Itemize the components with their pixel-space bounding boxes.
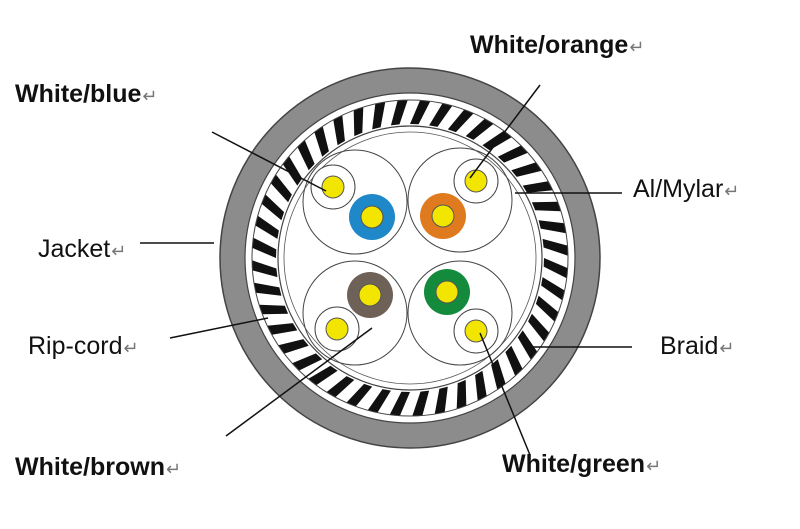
return-mark: ↵	[123, 338, 139, 358]
braid-strand	[434, 386, 448, 415]
braid-strand	[482, 130, 512, 151]
braid-strand	[491, 359, 506, 390]
label-text: White/blue	[15, 80, 142, 108]
return-mark: ↵	[142, 86, 158, 106]
braid-strand	[314, 126, 329, 157]
braid-strand	[292, 353, 323, 371]
return-mark: ↵	[719, 338, 735, 358]
braid-strand	[538, 220, 567, 234]
braid-strand	[465, 118, 494, 140]
label-text: Braid	[660, 332, 719, 360]
label-braid: Braid↵	[660, 332, 734, 361]
braid-strand	[412, 390, 430, 416]
braid-strand	[282, 156, 303, 186]
label-jacket: Jacket↵	[38, 235, 126, 264]
return-mark: ↵	[111, 241, 127, 261]
braid-strand	[346, 383, 373, 407]
braid-strand	[535, 295, 559, 322]
braid	[252, 100, 568, 416]
braid-strand	[278, 339, 309, 354]
braid-strand	[252, 260, 278, 278]
braid-strand	[353, 107, 364, 137]
braid-strand	[543, 258, 568, 279]
label-text: White/brown	[15, 453, 165, 481]
braid-strand	[517, 330, 538, 360]
label-text: Jacket	[38, 235, 111, 263]
leader-white-green	[479, 332, 531, 456]
label-white-blue: White/blue↵	[15, 80, 157, 109]
braid-strand	[522, 181, 553, 193]
label-white-orange: White/orange↵	[470, 31, 644, 60]
leader-lines	[140, 84, 632, 456]
pair-orange	[407, 147, 513, 253]
braid-strand	[255, 215, 279, 239]
braid-strand	[505, 345, 523, 376]
braid-strand	[389, 391, 410, 416]
return-mark: ↵	[629, 37, 645, 57]
braid-strand	[447, 109, 474, 133]
braid-strand	[261, 194, 285, 221]
leader-white-orange	[469, 84, 541, 179]
braid-strand	[259, 304, 289, 315]
braid-strand	[333, 115, 345, 146]
return-mark: ↵	[165, 459, 182, 479]
braid-strand	[326, 376, 355, 398]
return-mark: ↵	[724, 181, 740, 201]
label-text: Al/Mylar	[633, 175, 724, 203]
braid-strand	[252, 237, 277, 258]
label-text: White/green	[502, 450, 646, 478]
leader-white-blue	[211, 131, 327, 192]
braid-strand	[542, 238, 568, 256]
braid-strand	[475, 370, 487, 401]
braid-strand	[497, 145, 528, 163]
braid-strand	[367, 389, 391, 413]
braid-strand	[511, 162, 542, 177]
label-text: Rip-cord	[28, 332, 123, 360]
braid-strand	[456, 379, 467, 409]
label-white-brown: White/brown↵	[15, 453, 181, 482]
braid-strand	[372, 101, 386, 130]
braid-inner-edge	[251, 99, 569, 417]
braid-strand	[528, 313, 550, 342]
braid-strand	[531, 201, 561, 212]
braid-strand	[270, 174, 292, 203]
label-text: White/orange	[470, 31, 629, 59]
braid-strand	[390, 100, 408, 126]
label-white-green: White/green↵	[502, 450, 661, 479]
pair-brown	[302, 260, 408, 366]
braid-strand	[429, 103, 453, 127]
label-al-mylar: Al/Mylar↵	[633, 175, 739, 204]
braid-strand	[541, 277, 565, 301]
braid-strand	[253, 282, 282, 296]
braid-strand	[267, 323, 298, 335]
braid-strand	[410, 100, 431, 125]
braid-strand	[308, 365, 338, 386]
leader-rip-cord	[169, 317, 269, 339]
pair-blue	[302, 149, 408, 255]
label-rip-cord: Rip-cord↵	[28, 332, 139, 361]
leader-white-brown	[225, 327, 373, 437]
return-mark: ↵	[646, 456, 662, 476]
braid-strand	[297, 140, 315, 171]
